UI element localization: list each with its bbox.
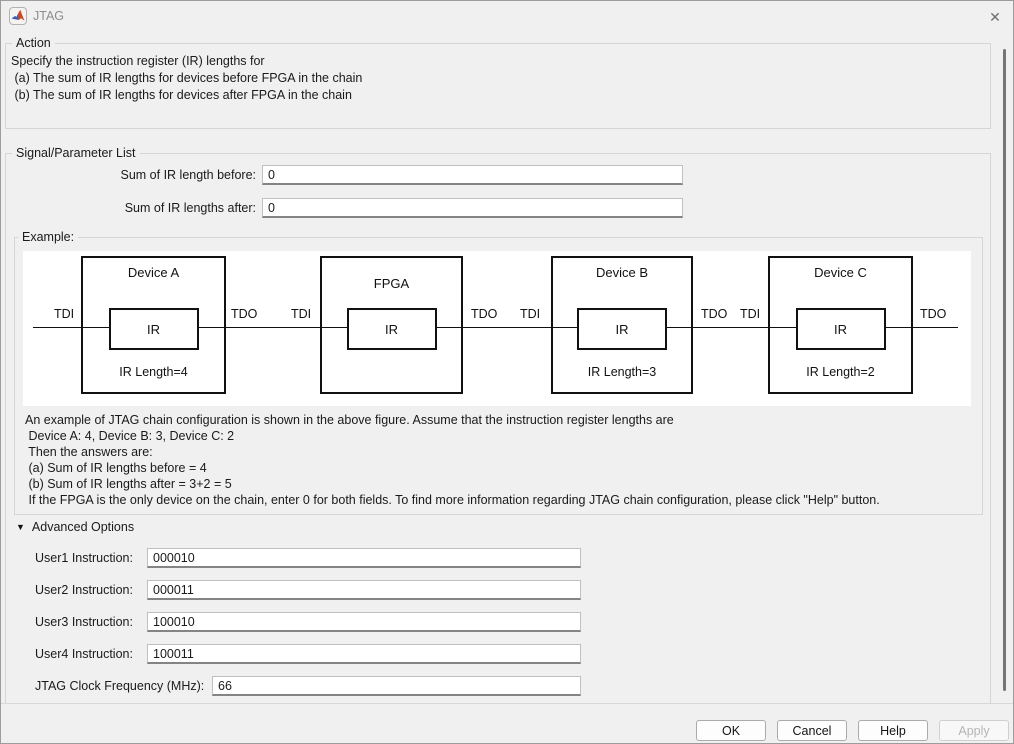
action-text-line: (b) The sum of IR lengths for devices af… xyxy=(11,88,352,102)
example-groupbox: Example: Device A IR IR Length=4 FPGA IR… xyxy=(14,230,983,515)
user3-instruction-label: User3 Instruction: xyxy=(35,615,133,629)
device-c-ir-length: IR Length=2 xyxy=(806,365,875,379)
wire-label-tdi: TDI xyxy=(54,307,75,321)
device-a-title: Device A xyxy=(127,265,180,280)
action-text-line: Specify the instruction register (IR) le… xyxy=(11,54,265,68)
window-title: JTAG xyxy=(33,9,65,23)
signal-parameter-groupbox: Signal/Parameter List Sum of IR length b… xyxy=(5,146,991,703)
help-button[interactable]: Help xyxy=(858,720,928,741)
example-note-line: If the FPGA is the only device on the ch… xyxy=(25,493,880,507)
user4-instruction-label: User4 Instruction: xyxy=(35,647,133,661)
sum-ir-after-input[interactable] xyxy=(262,198,683,218)
jtag-chain-diagram: Device A IR IR Length=4 FPGA IR Device B… xyxy=(23,251,971,406)
sum-ir-before-label: Sum of IR length before: xyxy=(120,168,257,182)
user2-instruction-input[interactable] xyxy=(147,580,581,600)
user3-instruction-input[interactable] xyxy=(147,612,581,632)
vertical-scrollbar-thumb[interactable] xyxy=(1003,49,1006,691)
example-note-line: An example of JTAG chain configuration i… xyxy=(25,413,674,427)
advanced-options-label: Advanced Options xyxy=(31,520,135,534)
device-b-title: Device B xyxy=(595,265,649,280)
device-a-ir-length: IR Length=4 xyxy=(119,365,188,379)
user2-instruction-label: User2 Instruction: xyxy=(35,583,133,597)
device-c-box: Device C IR IR Length=2 xyxy=(768,256,913,394)
fpga-box: FPGA IR xyxy=(320,256,463,394)
sum-ir-after-label: Sum of IR lengths after: xyxy=(124,201,256,215)
matlab-icon xyxy=(9,7,27,25)
signal-parameter-legend: Signal/Parameter List xyxy=(12,146,140,160)
fpga-ir-box: IR xyxy=(346,308,437,350)
example-note-line: (b) Sum of IR lengths after = 3+2 = 5 xyxy=(25,477,232,491)
close-icon[interactable]: ✕ xyxy=(989,9,1001,25)
footer-separator xyxy=(1,703,1013,704)
device-c-ir-box: IR xyxy=(795,308,886,350)
example-legend: Example: xyxy=(18,230,79,244)
titlebar: JTAG ✕ xyxy=(1,1,1013,31)
jtag-clock-frequency-input[interactable] xyxy=(212,676,581,696)
wire-label-tdo: TDO xyxy=(920,307,947,321)
apply-button[interactable]: Apply xyxy=(939,720,1009,741)
action-text-line: (a) The sum of IR lengths for devices be… xyxy=(11,71,363,85)
wire-label-tdi: TDI xyxy=(291,307,312,321)
wire-label-tdo: TDO xyxy=(471,307,498,321)
advanced-options-toggle[interactable]: ▼ Advanced Options xyxy=(16,520,134,534)
jtag-clock-frequency-label: JTAG Clock Frequency (MHz): xyxy=(35,679,205,693)
wire-label-tdo: TDO xyxy=(231,307,258,321)
user1-instruction-input[interactable] xyxy=(147,548,581,568)
user4-instruction-input[interactable] xyxy=(147,644,581,664)
sum-ir-before-input[interactable] xyxy=(262,165,683,185)
action-legend: Action xyxy=(12,36,55,50)
device-a-ir-box: IR xyxy=(108,308,199,350)
example-note-line: (a) Sum of IR lengths before = 4 xyxy=(25,461,207,475)
action-groupbox: Action Specify the instruction register … xyxy=(5,36,991,129)
device-a-box: Device A IR IR Length=4 xyxy=(81,256,226,394)
collapse-triangle-icon: ▼ xyxy=(16,522,25,532)
device-b-ir-box: IR xyxy=(577,308,667,350)
chain-wire xyxy=(33,327,958,328)
wire-label-tdi: TDI xyxy=(520,307,541,321)
wire-label-tdi: TDI xyxy=(740,307,761,321)
device-b-box: Device B IR IR Length=3 xyxy=(551,256,693,394)
wire-label-tdo: TDO xyxy=(701,307,728,321)
cancel-button[interactable]: Cancel xyxy=(777,720,847,741)
fpga-title: FPGA xyxy=(373,276,410,291)
example-note-line: Then the answers are: xyxy=(25,445,153,459)
example-note-line: Device A: 4, Device B: 3, Device C: 2 xyxy=(25,429,235,443)
device-c-title: Device C xyxy=(814,265,867,280)
user1-instruction-label: User1 Instruction: xyxy=(35,551,133,565)
ok-button[interactable]: OK xyxy=(696,720,766,741)
device-b-ir-length: IR Length=3 xyxy=(587,365,657,379)
